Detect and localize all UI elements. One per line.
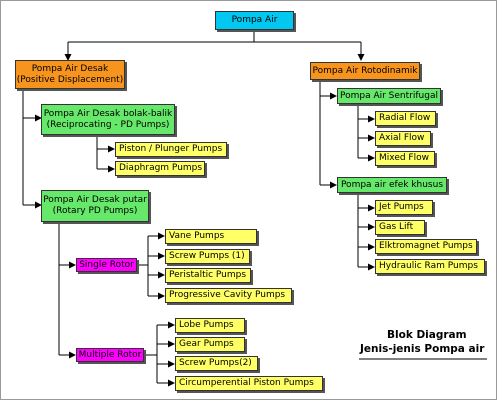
leaf-peristaltic-pumps: Peristaltic Pumps (165, 268, 251, 283)
leaf-lobe-pumps-label: Lobe Pumps (179, 320, 234, 330)
leaf-elktromagnet-pumps-label: Elktromagnet Pumps (379, 241, 473, 251)
leaf-screw-pumps-2: Screw Pumps(2) (175, 356, 258, 371)
leaf-vane-pumps-label: Vane Pumps (169, 231, 225, 241)
leaf-jet-pumps-label: Jet Pumps (379, 202, 424, 212)
leaf-progressive-cavity-pumps: Progressive Cavity Pumps (165, 288, 292, 303)
leaf-screw-pumps-1: Screw Pumps (1) (165, 249, 250, 264)
leaf-screw-pumps-1-label: Screw Pumps (1) (169, 251, 245, 261)
leaf-mixed-flow-label: Mixed Flow (379, 153, 429, 163)
node-sentrifugal: Pompa Air Sentrifugal (337, 88, 441, 104)
leaf-gas-lift: Gas Lift (375, 220, 425, 235)
leaf-radial-flow: Radial Flow (375, 111, 436, 126)
node-efek-khusus-label: Pompa air efek khusus (340, 179, 444, 190)
node-desak-bolak-balik: Pompa Air Desak bolak-balik (Reciprocati… (41, 104, 175, 135)
node-single-rotor: Single Rotor (76, 258, 137, 272)
node-pompa-air-rotodinamik: Pompa Air Rotodinamik (310, 62, 420, 80)
leaf-mixed-flow: Mixed Flow (375, 151, 435, 166)
node-rotodinamik-label: Pompa Air Rotodinamik (312, 65, 418, 76)
leaf-vane-pumps: Vane Pumps (165, 229, 257, 244)
leaf-screw-pumps-2-label: Screw Pumps(2) (179, 358, 252, 368)
node-putar-line2: (Rotary PD Pumps) (52, 206, 138, 216)
node-desak-line2: (Positive Displacement) (16, 74, 124, 85)
leaf-progressive-cavity-pumps-label: Progressive Cavity Pumps (169, 290, 286, 300)
leaf-gear-pumps: Gear Pumps (175, 337, 245, 352)
node-multiple-rotor-label: Multiple Rotor (78, 349, 142, 360)
leaf-peristaltic-pumps-label: Peristaltic Pumps (169, 270, 247, 280)
leaf-diaphragm-label: Diaphragm Pumps (119, 163, 203, 173)
node-pompa-air-label: Pompa Air (231, 15, 278, 25)
node-pompa-air-desak: Pompa Air Desak (Positive Displacement) (15, 60, 125, 89)
node-desak-line1: Pompa Air Desak (31, 63, 109, 74)
leaf-gas-lift-label: Gas Lift (379, 222, 414, 232)
leaf-axial-flow: Axial Flow (375, 131, 431, 146)
leaf-jet-pumps: Jet Pumps (375, 200, 433, 215)
node-putar-line1: Pompa Air Desak putar (43, 195, 147, 205)
leaf-gear-pumps-label: Gear Pumps (179, 339, 234, 349)
leaf-lobe-pumps: Lobe Pumps (175, 318, 245, 333)
leaf-diaphragm: Diaphragm Pumps (115, 161, 205, 176)
node-bolak-balik-line1: Pompa Air Desak bolak-balik (43, 108, 173, 119)
leaf-axial-flow-label: Axial Flow (379, 133, 425, 143)
node-sentrifugal-label: Pompa Air Sentrifugal (340, 90, 438, 101)
node-efek-khusus: Pompa air efek khusus (337, 177, 447, 193)
leaf-circumperential-piston-pumps-label: Circumperential Piston Pumps (179, 378, 314, 388)
leaf-piston-plunger: Piston / Plunger Pumps (115, 142, 227, 157)
leaf-radial-flow-label: Radial Flow (379, 113, 431, 123)
leaf-hydraulic-ram-pumps: Hydraulic Ram Pumps (375, 259, 485, 274)
caption-title: Blok Diagram (387, 329, 467, 341)
node-desak-putar: Pompa Air Desak putar (Rotary PD Pumps) (41, 190, 149, 222)
leaf-circumperential-piston-pumps: Circumperential Piston Pumps (175, 376, 323, 391)
node-single-rotor-label: Single Rotor (79, 259, 134, 270)
leaf-hydraulic-ram-pumps-label: Hydraulic Ram Pumps (379, 261, 478, 271)
leaf-piston-plunger-label: Piston / Plunger Pumps (119, 144, 223, 154)
leaf-elktromagnet-pumps: Elktromagnet Pumps (375, 239, 477, 254)
node-multiple-rotor: Multiple Rotor (76, 348, 144, 362)
caption-subtitle: Jenis-jenis Pompa air (360, 343, 485, 355)
node-bolak-balik-line2: (Reciprocating - PD Pumps) (46, 119, 170, 130)
node-pompa-air: Pompa Air (215, 11, 294, 30)
